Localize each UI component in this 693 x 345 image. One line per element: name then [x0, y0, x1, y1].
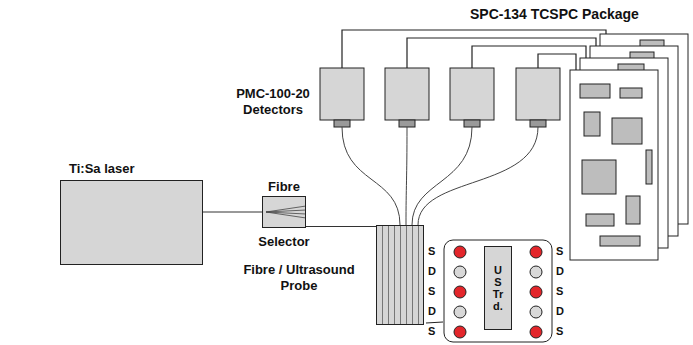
probe-face — [444, 240, 552, 342]
probe-box: Fibre / Ultrasound Probe — [376, 225, 424, 325]
fibre-connector — [203, 212, 262, 213]
node-label: Fibre — [268, 179, 300, 195]
fibre-role-letter: S — [428, 285, 435, 298]
detector-label: PMC-100-20 Detectors — [226, 86, 320, 117]
node-label: Fibre / Ultrasound Probe — [231, 262, 367, 293]
fibre-role-letter: D — [428, 265, 436, 278]
fibre-role-letter: S — [428, 245, 435, 258]
ultrasound-transducer: US Trd. — [484, 246, 512, 330]
fibre-role-letter: S — [556, 245, 563, 258]
node-label: Ti:Sa laser — [69, 161, 135, 177]
fibre-selector: FibreSelector — [262, 196, 306, 228]
fibre-role-letter: D — [556, 305, 564, 318]
fibre-selector-body — [262, 196, 306, 228]
fibre-role-letter: D — [428, 305, 436, 318]
tcspc-card-stack — [570, 34, 688, 260]
leader-line — [426, 322, 443, 323]
signal-cables — [342, 30, 606, 70]
detection-fibres — [342, 127, 538, 225]
laser-box: Ti:Sa laser — [60, 180, 203, 265]
fibre-role-letter: S — [428, 325, 435, 338]
fibre-role-letter: D — [556, 265, 564, 278]
node-label: US Trd. — [493, 264, 504, 312]
pmc-detectors — [320, 68, 560, 127]
fibre-role-letter: S — [556, 325, 563, 338]
fibre-role-letter: S — [556, 285, 563, 298]
fibre-connector — [306, 226, 376, 227]
node-label: Selector — [258, 234, 309, 250]
package-title: SPC-134 TCSPC Package — [470, 6, 639, 23]
